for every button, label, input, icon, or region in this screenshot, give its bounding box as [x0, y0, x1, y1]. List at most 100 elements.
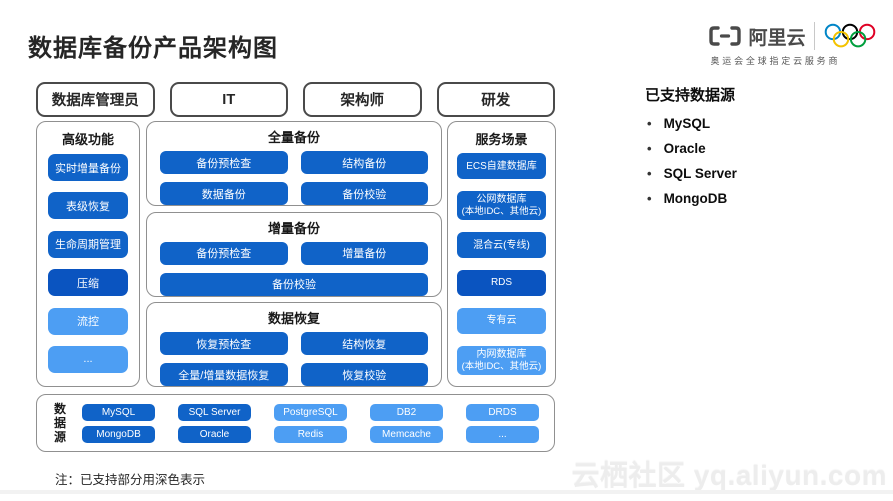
- role-box: 数据库管理员: [36, 82, 155, 117]
- pill-label: 备份校验: [342, 188, 387, 201]
- pill-label: Memcache: [382, 428, 431, 440]
- pill-label: ...: [83, 353, 93, 366]
- diagram-pill: 专有云: [457, 307, 546, 334]
- full-backup-panel: 全量备份 备份预检查 结构备份 数据备份 备份校验: [146, 121, 442, 206]
- pill-label: RDS: [490, 277, 513, 289]
- pill-label: PostgreSQL: [283, 406, 338, 418]
- role-label: 架构师: [340, 93, 385, 109]
- pill-label: 内网数据库: [476, 348, 527, 360]
- pill-label: 恢复校验: [342, 369, 387, 382]
- diagram-pill: 全量/增量数据恢复: [160, 363, 288, 386]
- diagram-pill: 数据备份: [160, 182, 288, 205]
- supported-datasources-list: MySQL Oracle SQL Server MongoDB: [645, 116, 865, 206]
- role-box: 研发: [436, 82, 555, 117]
- pill-label: DB2: [396, 406, 417, 418]
- scenarios-list: ECS自建数据库 公网数据库 (本地IDC、其他云) 混合云(专线) RDS 专…: [457, 153, 546, 375]
- panel-header-data-recovery: 数据恢复: [267, 311, 320, 326]
- diagram-pill: 备份预检查: [160, 151, 288, 174]
- role-box: IT: [169, 82, 288, 117]
- pill-label: 备份预检查: [196, 157, 252, 170]
- diagram-pill: 结构备份: [300, 151, 428, 174]
- pill-label: 实时增量备份: [55, 162, 121, 175]
- role-box: 架构师: [303, 82, 422, 117]
- diagram-pill: PostgreSQL: [274, 403, 347, 421]
- pill-label: Redis: [297, 428, 324, 440]
- diagram-pill: 公网数据库 (本地IDC、其他云): [457, 190, 546, 221]
- datasources-label: 数据源: [53, 402, 66, 444]
- pill-label: 备份预检查: [196, 248, 252, 260]
- logo-divider: [813, 22, 815, 50]
- pill-label: Oracle: [199, 428, 230, 440]
- diagram-pill: 备份校验: [160, 272, 428, 296]
- service-scenarios-panel: 服务场景 ECS自建数据库 公网数据库 (本地IDC、其他云) 混合云(专线) …: [447, 121, 556, 387]
- diagram-pill: 结构恢复: [300, 332, 428, 355]
- data-recovery-panel: 数据恢复 恢复预检查 结构恢复 全量/增量数据恢复 恢复校验: [146, 302, 442, 387]
- diagram-pill: 内网数据库 (本地IDC、其他云): [457, 345, 546, 375]
- diagram-pill: 压缩: [48, 269, 128, 297]
- diagram-pill: 表级恢复: [48, 192, 128, 220]
- diagram-pill: RDS: [457, 269, 546, 296]
- diagram-pill: 恢复预检查: [160, 332, 288, 355]
- diagram-pill: DRDS: [466, 403, 539, 421]
- alibaba-cloud-bracket-icon: [709, 26, 742, 46]
- bottom-strip: [0, 490, 893, 494]
- diagram-pill: Redis: [274, 425, 347, 443]
- diagram-pill: DB2: [370, 403, 443, 421]
- pill-label: 流控: [77, 316, 99, 329]
- pill-label: 混合云(专线): [473, 239, 530, 251]
- supported-datasource-item: MongoDB: [645, 191, 865, 206]
- pill-label: 数据备份: [201, 188, 246, 201]
- supported-datasource-label: Oracle: [663, 141, 706, 156]
- pill-label: 生命周期管理: [55, 239, 121, 252]
- pill-label: 公网数据库: [476, 193, 527, 205]
- diagram-pill: 生命周期管理: [48, 230, 128, 258]
- supported-datasource-item: SQL Server: [645, 166, 865, 181]
- pill-label: 增量备份: [342, 248, 387, 260]
- supported-datasources-sidebar: 已支持数据源 MySQL Oracle SQL Server MongoDB: [645, 84, 865, 216]
- pill-label: 表级恢复: [66, 200, 110, 213]
- incremental-backup-panel: 增量备份 备份预检查 增量备份 备份校验: [146, 211, 442, 297]
- diagram-pill: ...: [466, 425, 539, 443]
- diagram-pill: 实时增量备份: [48, 154, 128, 181]
- role-label: 研发: [481, 93, 511, 109]
- panel-header-advanced: 高级功能: [61, 132, 114, 147]
- advanced-features-panel: 高级功能 实时增量备份 表级恢复 生命周期管理 压缩 流控 ...: [36, 121, 140, 387]
- supported-datasource-item: MySQL: [645, 116, 865, 131]
- diagram-pill: 流控: [48, 307, 128, 335]
- pill-label: 专有云: [486, 315, 517, 327]
- pill-label: SQL Server: [188, 406, 241, 418]
- diagram-pill: Oracle: [178, 425, 251, 443]
- panel-header-incremental-backup: 增量备份: [267, 220, 320, 236]
- role-label: 数据库管理员: [51, 93, 139, 109]
- logo-tagline: 奥运会全球指定云服务商: [710, 56, 841, 66]
- panel-header-full-backup: 全量备份: [267, 130, 320, 145]
- olympic-rings-icon: [824, 23, 876, 48]
- diagram-pill: 恢复校验: [300, 363, 428, 386]
- pill-label: ECS自建数据库: [466, 160, 537, 172]
- diagram-pill: SQL Server: [178, 403, 251, 421]
- diagram-pill: 增量备份: [300, 241, 428, 265]
- datasources-grid: MySQL SQL Server PostgreSQL DB2 DRDS Mon…: [82, 403, 539, 443]
- supported-datasource-item: Oracle: [645, 141, 865, 156]
- data-recovery-list: 恢复预检查 结构恢复 全量/增量数据恢复 恢复校验: [160, 332, 428, 386]
- pill-label: 恢复预检查: [196, 338, 252, 351]
- pill-label: 备份校验: [272, 279, 316, 291]
- supported-datasource-label: MongoDB: [663, 191, 728, 206]
- brand-name: 阿里云: [748, 27, 806, 49]
- pill-label: MySQL: [101, 406, 136, 418]
- panel-header-scenarios: 服务场景: [475, 132, 528, 147]
- role-label: IT: [222, 91, 236, 108]
- datasources-panel: 数据源 MySQL SQL Server PostgreSQL DB2 DRDS…: [36, 394, 555, 452]
- roles-row: 数据库管理员 IT 架构师 研发: [36, 82, 555, 117]
- diagram-pill: MySQL: [82, 403, 155, 421]
- pill-label: 压缩: [77, 277, 99, 290]
- pill-label: 全量/增量数据恢复: [178, 369, 270, 382]
- pill-sublabel: (本地IDC、其他云): [461, 360, 542, 372]
- diagram-pill: 备份校验: [300, 182, 428, 205]
- footnote: 注：已支持部分用深色表示: [55, 473, 206, 487]
- diagram-pill: ECS自建数据库: [457, 153, 546, 179]
- pill-label: 结构恢复: [342, 338, 387, 351]
- diagram-pill: Memcache: [370, 425, 443, 443]
- incremental-backup-list: 备份预检查 增量备份 备份校验: [160, 241, 428, 296]
